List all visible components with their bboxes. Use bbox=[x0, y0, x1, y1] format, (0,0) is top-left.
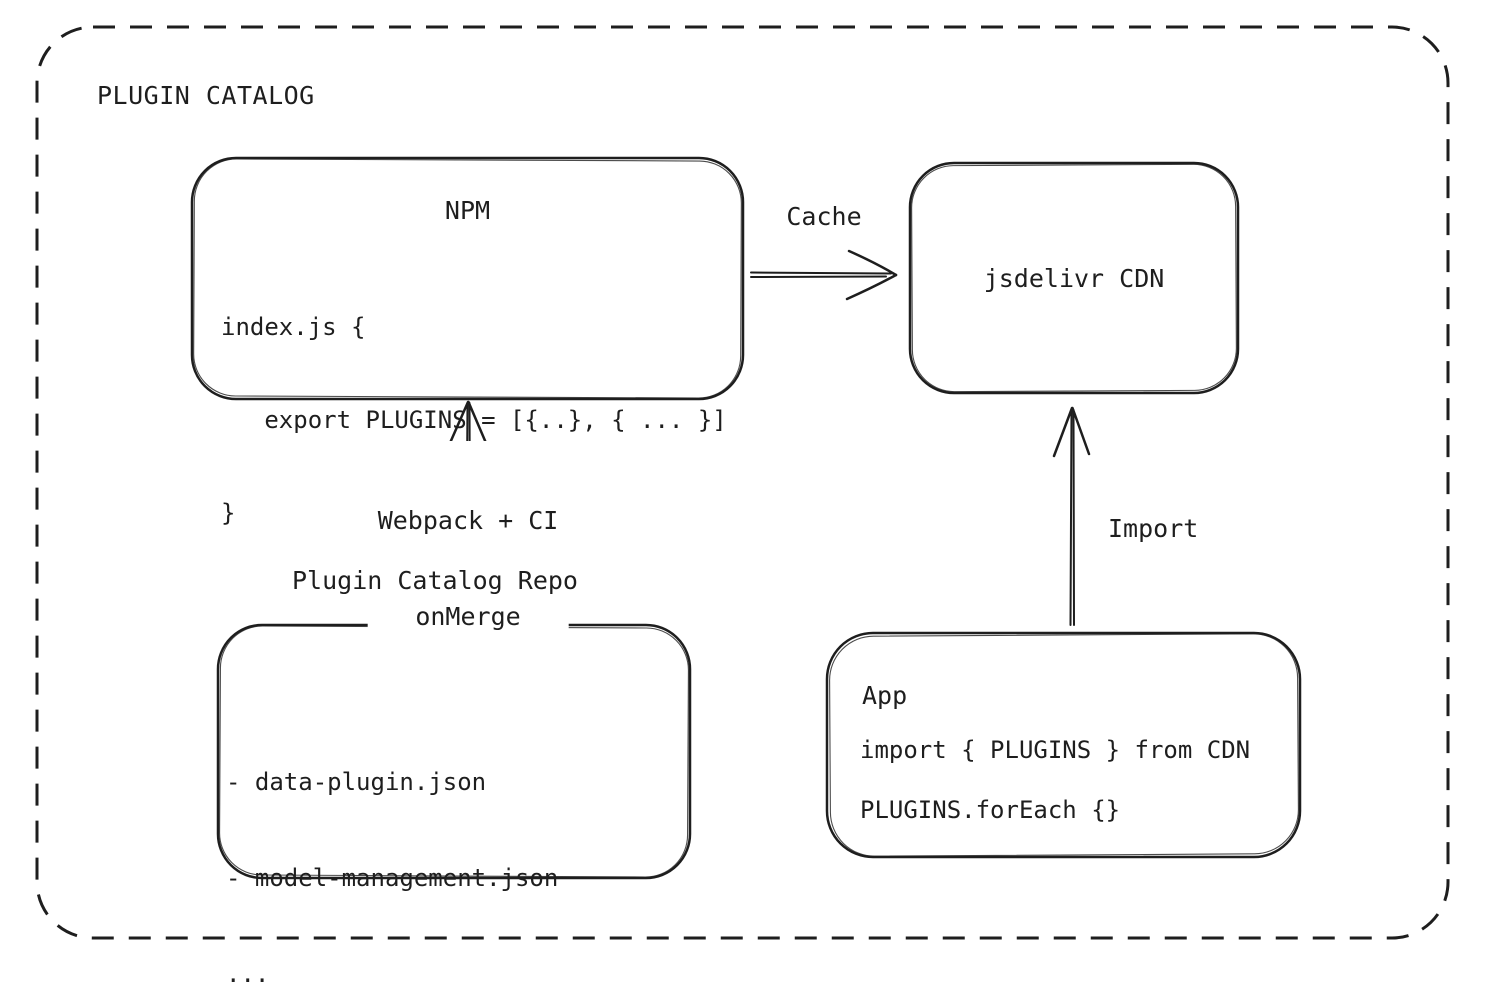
import-arrow bbox=[1052, 406, 1091, 626]
app-box-outline bbox=[825, 631, 1302, 859]
build-edge-label-line: onMerge bbox=[415, 602, 521, 631]
build-edge-label: Webpack + CI onMerge bbox=[367, 441, 569, 697]
npm-code-line: export PLUGINS = [{..}, { ... }] bbox=[221, 406, 727, 434]
npm-code-line: index.js { bbox=[221, 313, 366, 341]
plugin-catalog-boundary bbox=[35, 25, 1450, 940]
app-code-line: PLUGINS.forEach {} bbox=[860, 796, 1121, 824]
repo-file-list: - data-plugin.json - model-management.js… bbox=[226, 702, 558, 1002]
npm-box-outline bbox=[190, 156, 745, 401]
cdn-box-outline bbox=[908, 161, 1240, 395]
npm-code-line: } bbox=[221, 499, 236, 527]
diagram-title: PLUGIN CATALOG bbox=[97, 81, 315, 110]
repo-node-label: Plugin Catalog Repo bbox=[292, 566, 578, 595]
cache-edge-label: Cache bbox=[786, 202, 862, 231]
app-node-title: App bbox=[862, 681, 908, 710]
cdn-node-label: jsdelivr CDN bbox=[983, 264, 1165, 293]
repo-file-item: ... bbox=[226, 960, 270, 988]
repo-file-item: - model-management.json bbox=[226, 864, 559, 892]
cache-arrow bbox=[750, 249, 898, 301]
build-edge-label-line: Webpack + CI bbox=[377, 506, 559, 535]
npm-node-title: NPM bbox=[444, 196, 491, 225]
repo-file-item: - data-plugin.json bbox=[226, 768, 487, 796]
npm-code-block: index.js { export PLUGINS = [{..}, { ...… bbox=[221, 250, 727, 591]
app-code-line: import { PLUGINS } from CDN bbox=[860, 736, 1251, 764]
import-edge-label: Import bbox=[1108, 514, 1199, 543]
